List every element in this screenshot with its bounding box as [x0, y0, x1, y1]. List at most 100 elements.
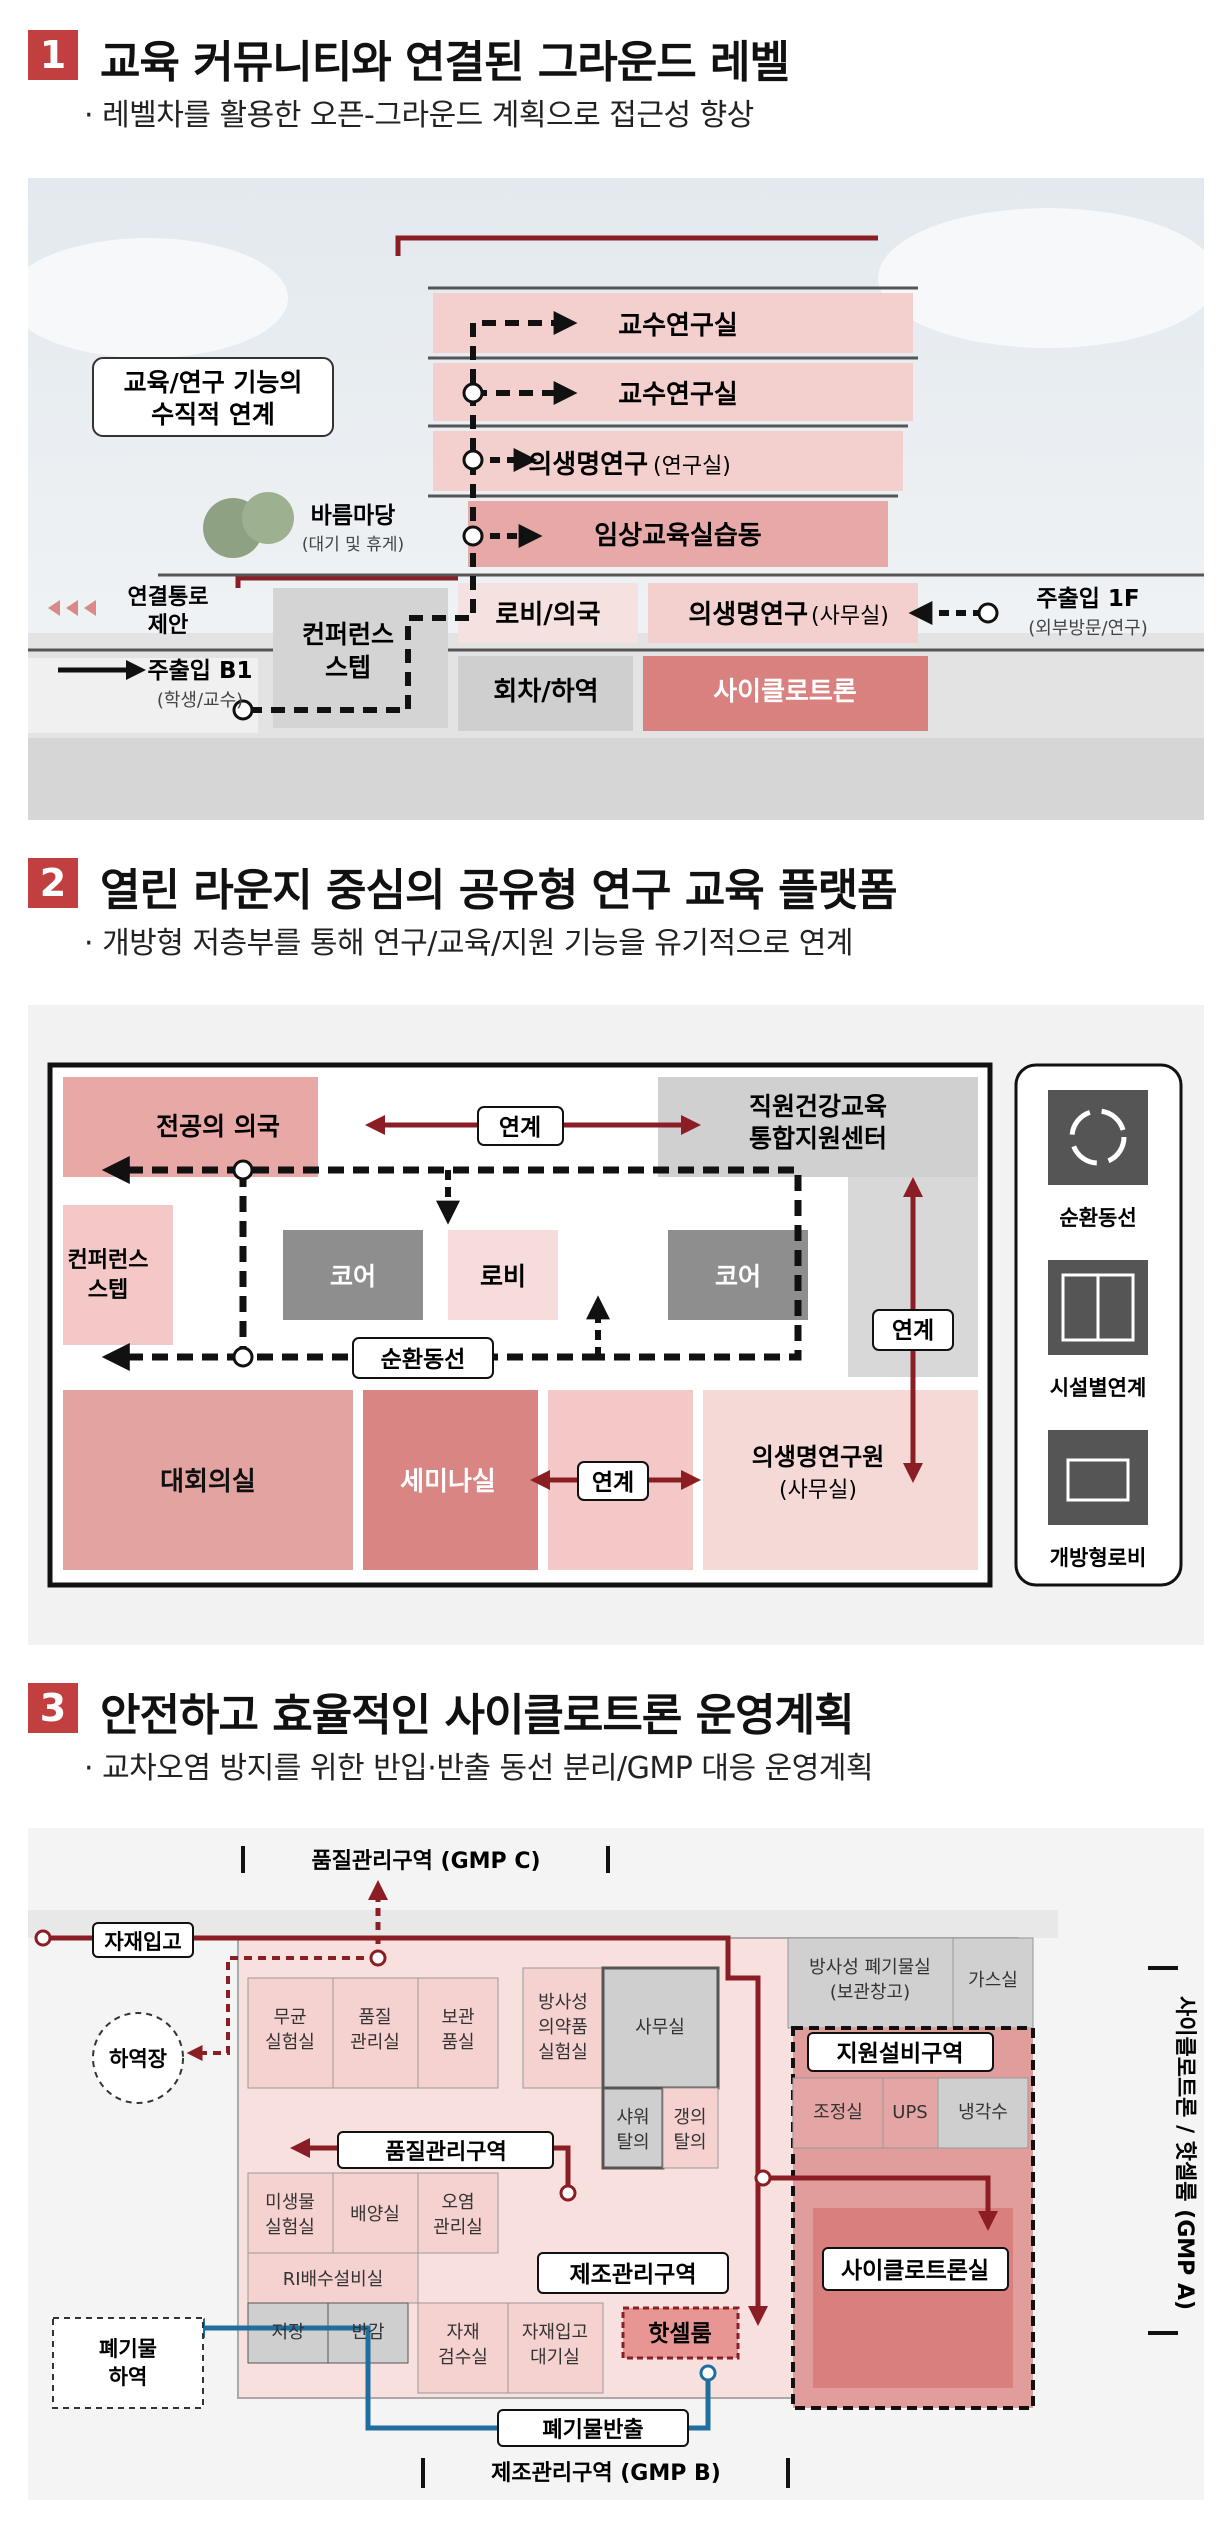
room-label: 실험실 — [265, 2032, 315, 2053]
section-title: 안전하고 효율적인 사이클로트론 운영계획 — [100, 1690, 855, 1741]
room-label: 미생물 — [265, 2192, 315, 2213]
room-label: 방사성 폐기물실 — [809, 1957, 931, 1978]
room-label: 품질 — [358, 2007, 391, 2028]
zone-header-side: 사이클로트론 / 핫셀룸 (GMP A) — [1172, 1996, 1197, 2310]
steps-label: 스텝 — [325, 653, 371, 682]
zone-header-bottom: 제조관리구역 (GMP B) — [491, 2461, 721, 2486]
room-label: 관리실 — [433, 2217, 483, 2238]
label-waste-out: 폐기물반출 — [542, 2418, 643, 2443]
room-label: 스텝 — [88, 1278, 128, 1303]
label-waste-loading: 하역 — [109, 2365, 148, 2389]
circulation-label: 순환동선 — [381, 1347, 466, 1373]
room-label: 로비/의국 — [495, 600, 600, 630]
room-label-sub: (사무실) — [811, 604, 889, 629]
section-number: 3 — [28, 1683, 78, 1733]
floor-label: 임상교육실습동 — [594, 521, 762, 551]
room-label: 의생명연구원 — [752, 1443, 884, 1471]
core-label: 코어 — [330, 1262, 376, 1291]
zone-header-top: 품질관리구역 (GMP C) — [311, 1849, 540, 1874]
label-support-zone: 지원설비구역 — [837, 2041, 964, 2067]
plaza-sub: (대기 및 휴게) — [302, 535, 404, 555]
floor-label: 교수연구실 — [618, 380, 738, 410]
room-label: UPS — [892, 2102, 927, 2123]
room-label: 무균 — [273, 2007, 306, 2028]
room-label: 실험실 — [538, 2042, 588, 2063]
cyclotron-plan: 품질관리구역 (GMP C) 제조관리구역 (GMP B) 사이클로트론 / 핫… — [28, 1846, 1197, 2488]
callout-line2: 수직적 연계 — [151, 400, 275, 429]
callout-line1: 교육/연구 기능의 — [124, 368, 303, 397]
section-diagram-1: 교육/연구 기능의 수직적 연계 교수연구실 교수연구실 의생명연구 (연구실)… — [28, 178, 1204, 820]
room-label: 통합지원센터 — [749, 1124, 887, 1153]
room-label: 반감 — [351, 2322, 384, 2343]
room-label: 세미나실 — [400, 1467, 496, 1497]
room-label: 탈의 — [616, 2132, 649, 2153]
label-qc-zone: 품질관리구역 — [385, 2140, 506, 2165]
section-title: 열린 라운지 중심의 공유형 연구 교육 플랫폼 — [100, 865, 898, 916]
room-label: 사무실 — [635, 2017, 685, 2038]
room-label: 냉각수 — [958, 2102, 1008, 2123]
room-label: 직원건강교육 — [749, 1092, 887, 1121]
room-label: 로비 — [480, 1262, 526, 1291]
section-number: 2 — [28, 858, 78, 908]
label-waste-loading: 폐기물 — [99, 2337, 157, 2361]
link-label-top: 연계 — [499, 1115, 541, 1141]
room-label: RI배수설비실 — [283, 2269, 384, 2290]
room-label: 보관 — [441, 2007, 474, 2028]
room-label: 의약품 — [538, 2017, 588, 2038]
steps-label: 컨퍼런스 — [302, 620, 394, 649]
legend-item: 순환동선 — [1059, 1206, 1136, 1230]
room-label: (보관창고) — [830, 1982, 910, 2003]
label-material-in: 자재입고 — [104, 1930, 181, 1954]
room-label: 갱의 — [673, 2107, 706, 2128]
room-label: 실험실 — [265, 2217, 315, 2238]
entrance-1f: 주출입 1F — [1036, 586, 1139, 612]
room-label: 검수실 — [438, 2347, 488, 2368]
room-label: 탈의 — [673, 2132, 706, 2153]
room-label: 자재 — [446, 2322, 479, 2343]
floor-plan: 연계 연계 연계 순환동선 전공의 의국 직원건강교육 통합지원센터 컨퍼런스 … — [47, 1062, 1183, 1588]
section-title: 교육 커뮤니티와 연결된 그라운드 레벨 — [100, 37, 790, 88]
room-label: 배양실 — [350, 2204, 400, 2225]
room-label: 컨퍼런스 — [68, 1248, 149, 1273]
section-diagram-3: 품질관리구역 (GMP C) 제조관리구역 (GMP B) 사이클로트론 / 핫… — [28, 1828, 1204, 2500]
room-label: 전공의 의국 — [156, 1112, 280, 1141]
entrance-b1-sub: (학생/교수) — [157, 690, 243, 711]
room-label: (사무실) — [779, 1478, 857, 1503]
section-diagram-2: 연계 연계 연계 순환동선 전공의 의국 직원건강교육 통합지원센터 컨퍼런스 … — [28, 1005, 1204, 1645]
section-drawing: 교육/연구 기능의 수직적 연계 교수연구실 교수연구실 의생명연구 (연구실)… — [28, 178, 1204, 820]
entrance-1f-sub: (외부방문/연구) — [1028, 618, 1147, 639]
room-label: 관리실 — [350, 2032, 400, 2053]
room-label: 사이클로트론 — [713, 677, 857, 707]
section-subtitle: · 레벨차를 활용한 오픈-그라운드 계획으로 접근성 향상 — [84, 98, 754, 133]
room-label: 조정실 — [813, 2102, 863, 2123]
room-label: 가스실 — [968, 1970, 1018, 1991]
label-loading-dock: 하역장 — [109, 2047, 167, 2071]
entrance-b1: 주출입 B1 — [147, 658, 252, 684]
legend-item: 개방형로비 — [1050, 1546, 1147, 1570]
label-mfg-zone: 제조관리구역 — [570, 2262, 697, 2288]
room-label-hotcell: 핫셀룸 — [648, 2321, 711, 2347]
link-label-right: 연계 — [892, 1318, 934, 1344]
room-label: 샤워 — [616, 2107, 649, 2128]
room-label-cyclotron: 사이클로트론실 — [841, 2258, 989, 2284]
core-label: 코어 — [715, 1262, 761, 1291]
plaza-title: 바름마당 — [311, 503, 396, 529]
room-label: 오염 — [441, 2192, 474, 2213]
connection-label: 연결통로 — [128, 585, 209, 610]
legend-item: 시설별연계 — [1050, 1376, 1147, 1400]
room-label: 대기실 — [530, 2347, 580, 2368]
room-label: 방사성 — [538, 1992, 588, 2013]
section-number: 1 — [28, 30, 78, 80]
room-label: 대회의실 — [160, 1467, 256, 1497]
connection-label: 제안 — [148, 613, 188, 638]
room-label: 저장 — [271, 2322, 304, 2343]
room-label: 회차/하역 — [493, 677, 598, 707]
room-label: 의생명연구 — [688, 600, 808, 630]
room-label: 자재입고 — [522, 2322, 588, 2343]
link-label-bottom: 연계 — [592, 1470, 634, 1496]
floor-label: 의생명연구 — [528, 450, 648, 480]
floor-label: 교수연구실 — [618, 311, 738, 341]
section-subtitle: · 개방형 저층부를 통해 연구/교육/지원 기능을 유기적으로 연계 — [84, 926, 854, 961]
section-subtitle: · 교차오염 방지를 위한 반입·반출 동선 분리/GMP 대응 운영계획 — [84, 1751, 874, 1786]
floor-label-sub: (연구실) — [653, 454, 731, 479]
